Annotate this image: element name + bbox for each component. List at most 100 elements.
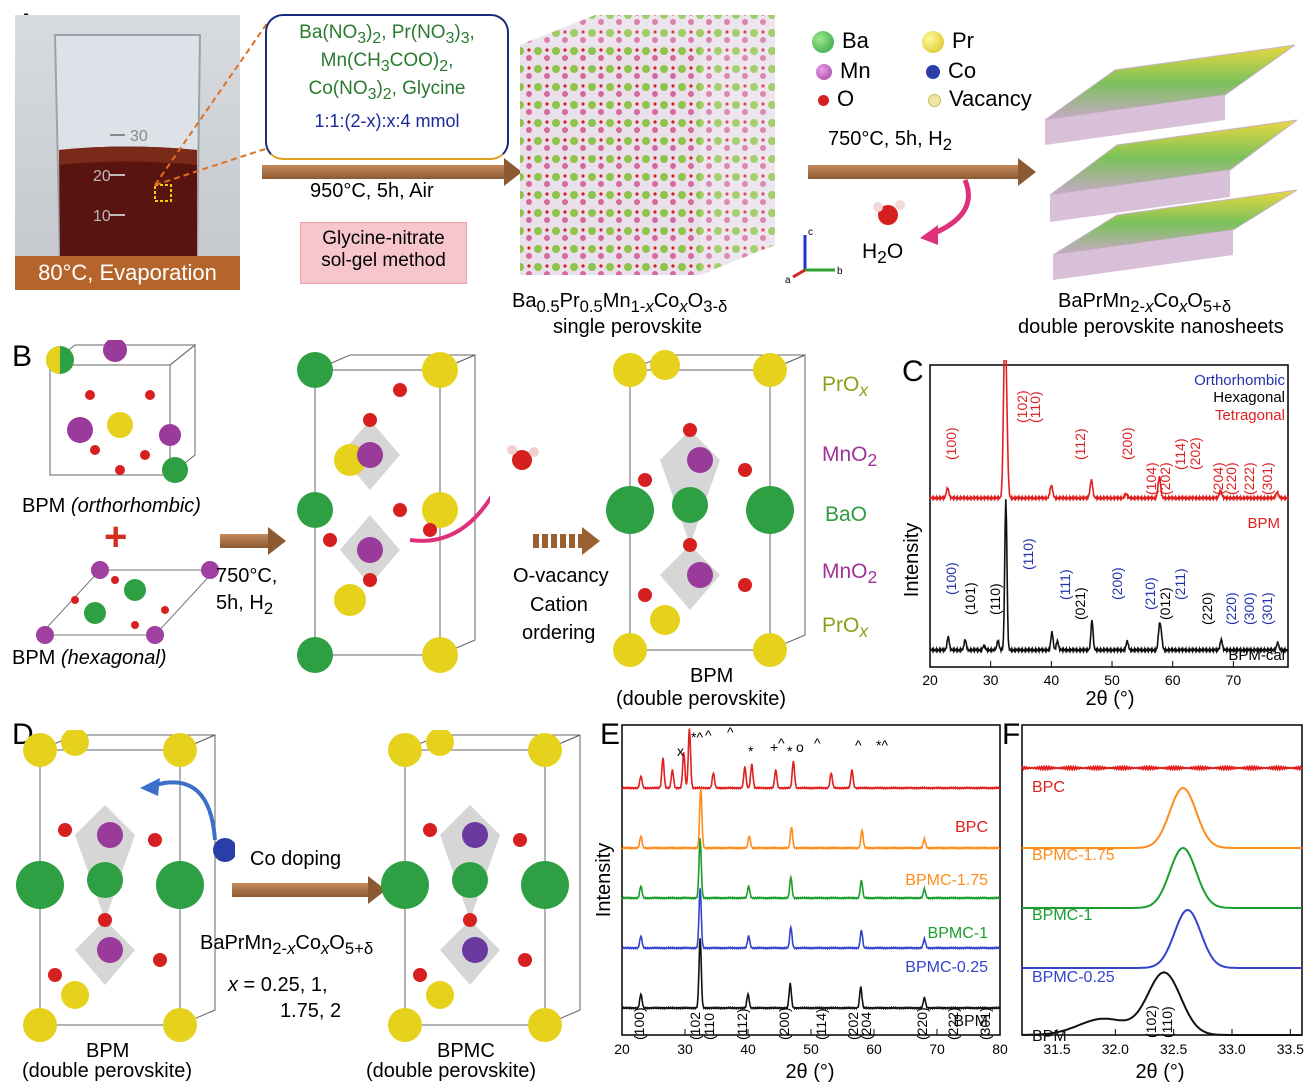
svg-text:(211): (211) [1172,568,1188,600]
svg-text:^: ^ [727,724,734,740]
step1-condition: 950°C, 5h, Air [310,180,434,202]
d-right-2: (double perovskite) [366,1060,537,1082]
e-label-bpmc-1.75: BPMC-1.75 [905,872,988,889]
svg-text:^: ^ [855,737,862,753]
svg-text:(300): (300) [1241,592,1257,625]
legend-o: O [818,86,854,112]
b-condition-1: 750°C, [216,565,278,587]
f-tick-label: 33.5 [1277,1041,1304,1057]
e-curve-bpmc-1.75 [621,788,1001,851]
svg-text:(110): (110) [1159,1006,1175,1038]
svg-text:(301): (301) [1259,462,1275,495]
bpmc-structure-d [381,730,581,1042]
plus-icon: + [104,515,128,559]
ordering-3: ordering [522,622,596,644]
layer-prox-top: PrOx [822,373,869,401]
f-xlabel: 2θ (°) [1135,1061,1184,1083]
method-line-1: Glycine-nitrate [322,228,445,249]
e-peak-marks: x *^ ^ ^ * + ^ * o ^ ^ *^ [677,724,888,759]
svg-text:(222): (222) [945,1007,961,1040]
svg-text:*: * [748,743,754,759]
beaker-mark-20: 20 [93,168,111,185]
legend-co: Co [926,58,976,84]
c-tick-label: 20 [922,672,938,688]
e-label-bpmc-1: BPMC-1 [928,925,989,942]
reagent-line-2: Mn(CH3COO)2, [320,49,454,75]
f-curve-bpmc-0.25 [1022,908,1302,969]
water-molecule-icon [507,445,539,470]
e-label-bpmc-0.25: BPMC-0.25 [905,959,988,976]
beaker-mark-10: 10 [93,208,111,225]
d-left-2: (double perovskite) [22,1060,193,1082]
svg-text:(200): (200) [776,1007,792,1040]
svg-text:(222): (222) [1241,462,1257,495]
c-bpm-curve [929,360,1289,503]
e-curve-bpmc-0.25 [621,888,1001,951]
bpm-structure-d [16,730,235,1042]
ba-pr-atoms [297,352,458,673]
dashed-arrow [533,534,583,548]
axis-a: a [785,275,791,285]
e-curve-bpm [621,938,1001,1011]
svg-text:(200): (200) [1119,427,1135,460]
svg-text:(112): (112) [1072,428,1088,460]
svg-text:(102): (102) [1143,1005,1159,1038]
svg-text:(111): (111) [1057,569,1073,600]
c-legend-hex: Hexagonal [1213,389,1285,406]
reagent-box: Ba(NO3)2, Pr(NO3)3, Mn(CH3COO)2, Co(NO3)… [265,14,509,160]
c-tick-label: 40 [1044,672,1060,688]
panel-e-label: E [600,718,621,751]
bpm-hexa-label: BPM (hexagonal) [12,647,167,669]
e-curves [621,728,1001,1011]
svg-text:(210): (210) [1142,577,1158,610]
atom-legend: Ba Pr Mn Co O Vacancy [812,28,1032,118]
svg-text:+: + [770,739,778,755]
beaker-mark-30: 30 [130,128,148,145]
panel-b-label: B [12,340,33,373]
d-xvals-1: x = 0.25, 1, [228,974,328,996]
f-curve-bpmc-1.75 [1022,786,1302,849]
svg-text:x: x [677,743,684,759]
e-curve-bpmc-1 [621,838,1001,901]
reagent-line-3: Co(NO3)2, Glycine [308,77,466,103]
layer-mno2-bottom: MnO2 [822,560,878,588]
layer-mno2-top: MnO2 [822,443,878,471]
callout-lines [154,21,269,186]
c-legend-ortho: Orthorhombic [1194,372,1285,389]
double-perovskite-structure [606,350,806,667]
f-label-bpmc-1.75: BPMC-1.75 [1032,847,1115,864]
svg-text:(112): (112) [734,1008,750,1040]
svg-text:(202: (202 [845,1012,861,1040]
f-label-bpmc-1: BPMC-1 [1032,907,1093,924]
f-label-bpc: BPC [1032,779,1065,796]
ordering-1: O-vacancy [513,565,609,587]
e-tick-label: 20 [614,1041,630,1057]
e-tick-label: 80 [992,1041,1008,1057]
f-curve-bpmc-1 [1022,846,1302,909]
svg-text:o: o [796,739,804,755]
svg-text:*^: *^ [691,729,703,745]
svg-text:(114): (114) [1172,438,1188,470]
c-tick-label: 70 [1226,672,1242,688]
svg-text:(021): (021) [1072,587,1088,620]
svg-text:(102): (102) [1014,390,1030,423]
e-hkl: (100) (102 (110 (112) (200) (114) (202 (… [631,1007,993,1040]
layer-prox-bottom: PrOx [822,614,869,642]
beaker-graphic: 30 20 10 [53,34,202,261]
c-xlabel: 2θ (°) [1085,688,1134,710]
b-product-2: (double perovskite) [616,688,787,710]
single-name: single perovskite [553,316,702,338]
arrow-b1 [220,527,286,555]
svg-text:(100): (100) [943,427,959,460]
beaker-photo: 30 20 10 80°C, Evaporation [15,15,240,290]
c-tick-label: 60 [1165,672,1181,688]
method-line-2: sol-gel method [321,250,446,271]
legend-ba: Ba [812,28,869,54]
e-ylabel: Intensity [593,843,615,917]
svg-text:(301): (301) [977,1007,993,1040]
water-label: H2O [862,240,904,268]
beaker-caption: 80°C, Evaporation [15,256,240,290]
